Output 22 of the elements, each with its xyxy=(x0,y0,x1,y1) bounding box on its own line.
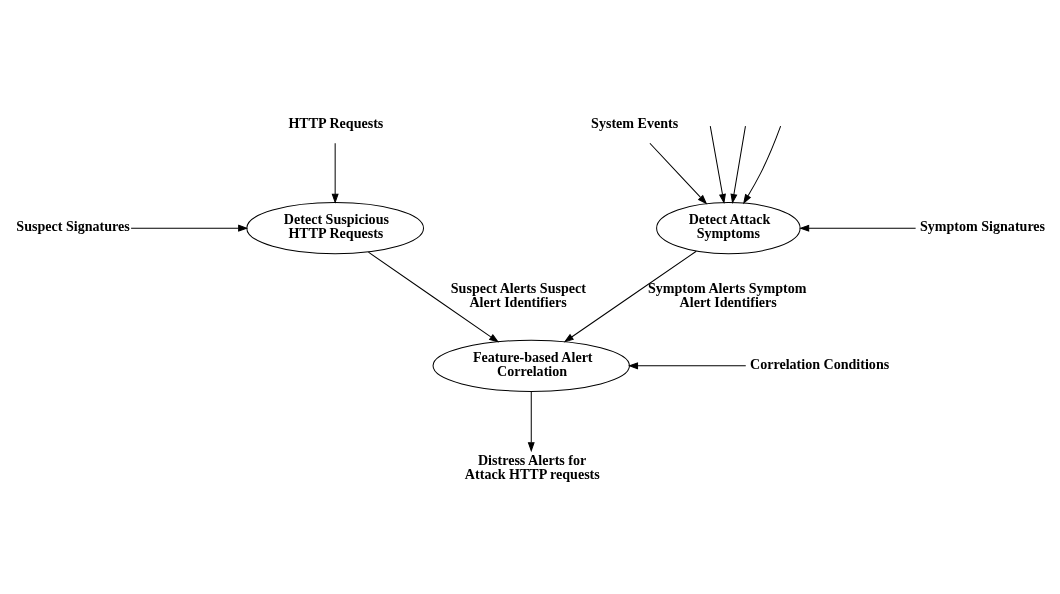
arrow xyxy=(367,251,500,343)
arrow xyxy=(130,224,249,232)
edge-label: Suspect Alerts Suspect Alert Identifiers xyxy=(450,280,586,311)
node-ellipse: Feature-based Alert Correlation xyxy=(432,339,630,392)
arrow xyxy=(649,142,708,205)
arrow xyxy=(563,250,697,343)
arrow xyxy=(527,391,535,453)
arrow xyxy=(331,142,339,204)
node-ellipse: Detect Suspicious HTTP Requests xyxy=(246,202,424,255)
arrow xyxy=(743,125,782,205)
node-ellipse: Detect Attack Symptoms xyxy=(656,202,801,255)
node-text: Symptom Signatures xyxy=(919,217,1046,234)
arrow xyxy=(627,362,747,370)
node-text: HTTP Requests xyxy=(288,114,384,131)
edge-label: Symptom Alerts Symptom Alert Identifiers xyxy=(647,280,807,311)
arrow xyxy=(709,125,726,205)
arrow xyxy=(730,125,746,205)
arrow xyxy=(799,224,917,232)
node-text: Distress Alerts for Attack HTTP requests xyxy=(464,452,600,483)
node-text: Correlation Conditions xyxy=(749,355,890,372)
node-text: Suspect Signatures xyxy=(16,217,130,234)
node-text: System Events xyxy=(591,114,679,131)
